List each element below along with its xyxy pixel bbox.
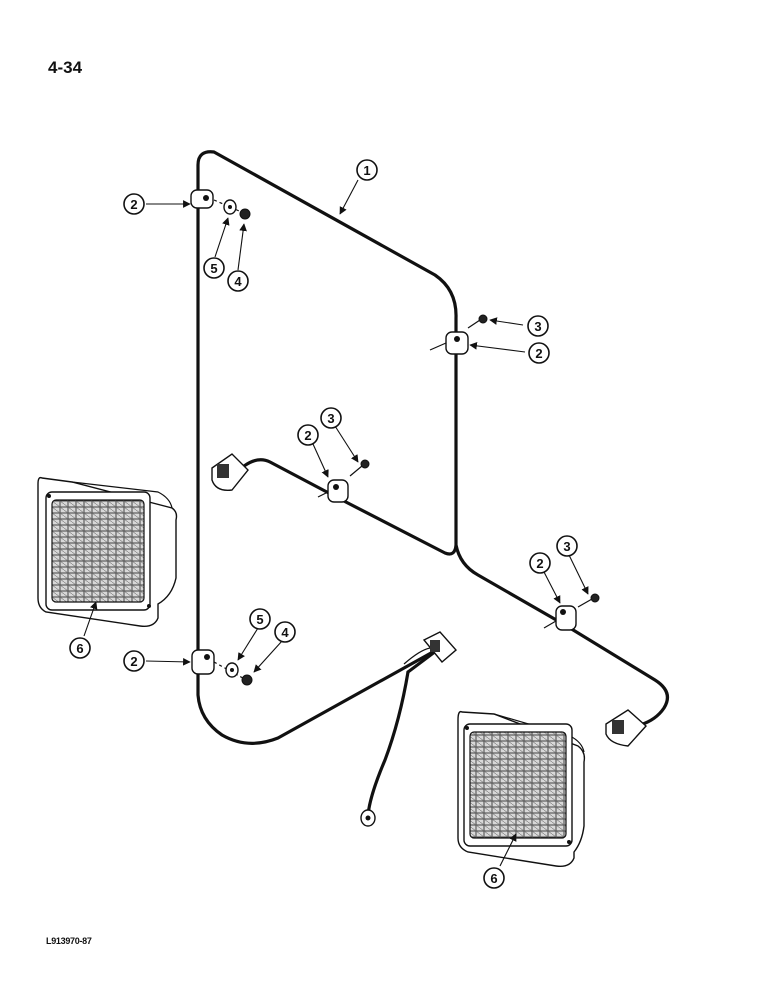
svg-text:3: 3: [327, 411, 334, 426]
svg-text:6: 6: [490, 871, 497, 886]
ground-lead-wire: [366, 670, 410, 817]
callout-6-left-lamp: 6: [69, 637, 91, 659]
right-branch-wire: [563, 623, 670, 727]
callout-3-upper-right: 3: [527, 315, 549, 337]
svg-text:5: 5: [210, 261, 217, 276]
connector-lower-plug: [403, 631, 457, 665]
callout-2-upper-right: 2: [528, 342, 550, 364]
svg-text:1: 1: [363, 163, 370, 178]
clamp-right-lower: [543, 605, 577, 631]
figure-code: L913970-87: [46, 936, 92, 946]
callout-4-bottom: 4: [274, 621, 296, 643]
svg-text:2: 2: [130, 654, 137, 669]
svg-text:5: 5: [256, 612, 263, 627]
bolt-center: [349, 459, 370, 477]
callout-3-center: 3: [320, 407, 342, 429]
svg-text:2: 2: [130, 197, 137, 212]
callout-1: 1: [356, 159, 378, 181]
work-lamp-right: [457, 710, 586, 868]
callout-5-bottom: 5: [249, 608, 271, 630]
nut-upper: [239, 208, 251, 220]
bolt-lower-right: [577, 593, 600, 608]
callout-2-lower-right: 2: [529, 552, 551, 574]
bolt-upper-right: [467, 314, 488, 329]
connector-right: [605, 709, 647, 747]
clamp-right-upper: [429, 331, 469, 355]
svg-text:6: 6: [76, 641, 83, 656]
svg-text:2: 2: [304, 428, 311, 443]
svg-text:4: 4: [281, 625, 289, 640]
center-branch-wire: [242, 458, 344, 502]
washer-lower: [225, 662, 239, 678]
clamp-bottom-left: [191, 649, 215, 675]
clamp-center: [317, 479, 349, 503]
connector-center-left: [211, 453, 249, 491]
callout-2-top-left: 2: [123, 193, 145, 215]
callout-2-center: 2: [297, 424, 319, 446]
svg-text:2: 2: [536, 556, 543, 571]
ground-eyelet: [360, 809, 376, 827]
nut-lower: [241, 674, 253, 686]
work-lamp-left: [37, 476, 178, 628]
svg-text:2: 2: [535, 346, 542, 361]
svg-text:3: 3: [563, 539, 570, 554]
clamp-top-left: [190, 189, 214, 209]
main-harness: [196, 150, 567, 745]
page-number: 4-34: [48, 58, 83, 77]
callout-3-lower-right: 3: [556, 535, 578, 557]
callout-6-right-lamp: 6: [483, 867, 505, 889]
svg-text:4: 4: [234, 274, 242, 289]
callout-2-bottom-left: 2: [123, 650, 145, 672]
washer-upper: [223, 199, 237, 215]
callout-4-top: 4: [227, 270, 249, 292]
callout-5-top: 5: [203, 257, 225, 279]
svg-text:3: 3: [534, 319, 541, 334]
